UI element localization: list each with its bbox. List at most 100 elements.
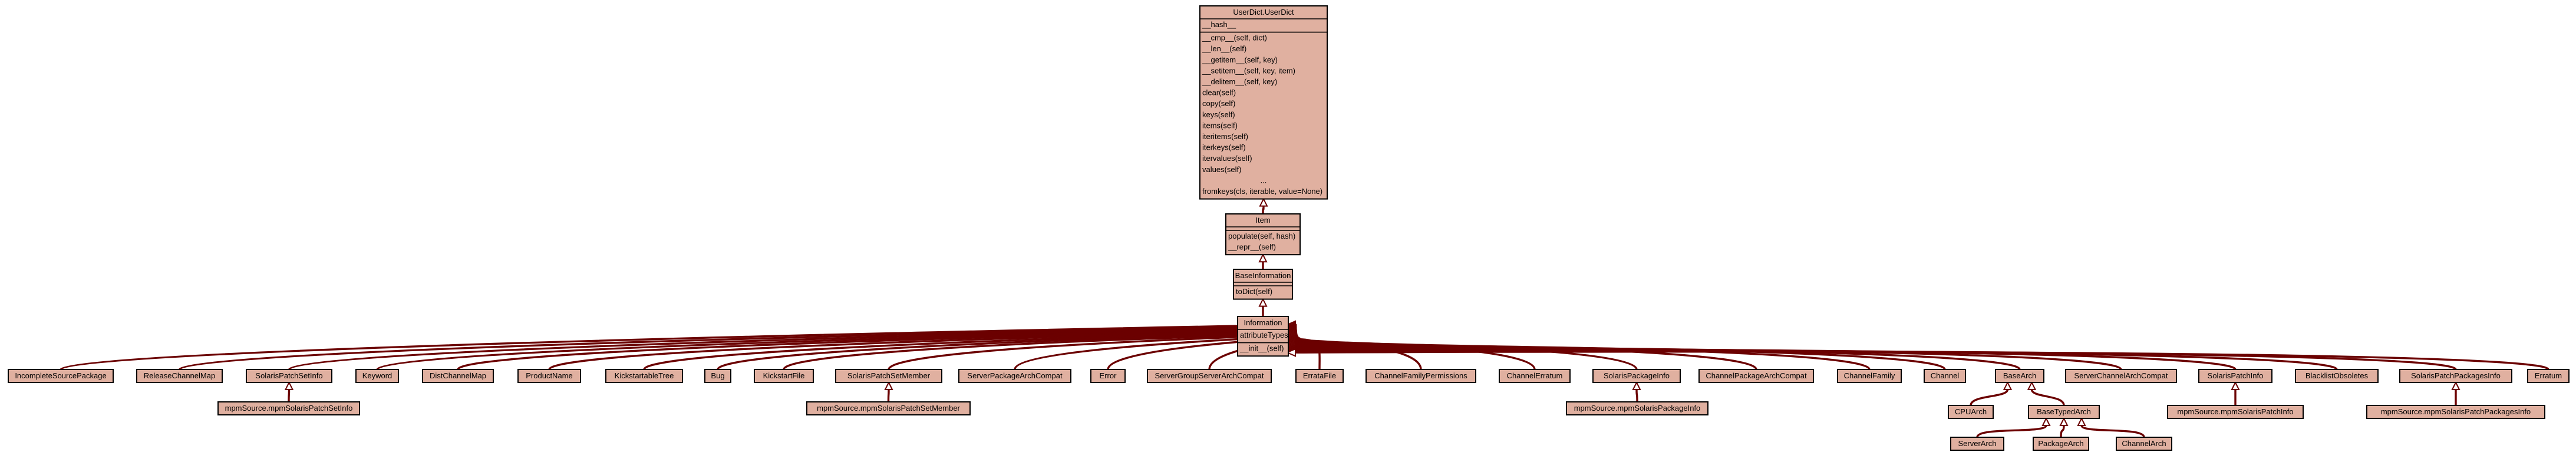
class-method: iteritems(self) bbox=[1202, 132, 1248, 141]
class-box bbox=[754, 369, 814, 383]
class-name: ChannelPackageArchCompat bbox=[1706, 371, 1807, 380]
class-method: ... bbox=[1261, 176, 1267, 184]
class-node-incompletesourcepackage[interactable]: IncompleteSourcePackage bbox=[8, 369, 114, 383]
class-name: mpmSource.mpmSolarisPatchSetInfo bbox=[225, 404, 353, 412]
class-node-basetypedarch[interactable]: BaseTypedArch bbox=[2028, 405, 2100, 419]
class-name: Information bbox=[1244, 318, 1282, 327]
class-node-solarispatchsetinfo[interactable]: SolarisPatchSetInfo bbox=[246, 369, 332, 383]
class-node-basearch[interactable]: BaseArch bbox=[1995, 369, 2044, 383]
class-nodes: UserDict.UserDict__hash____cmp__(self, d… bbox=[8, 5, 2570, 451]
class-node-mpmsource-solarispatchinfo[interactable]: mpmSource.mpmSolarisPatchInfo bbox=[2167, 405, 2304, 419]
class-name: Keyword bbox=[362, 371, 392, 380]
class-name: Error bbox=[1100, 371, 1117, 380]
class-method: values(self) bbox=[1202, 165, 1241, 174]
class-box bbox=[2399, 369, 2512, 383]
class-method: __setitem__(self, key, item) bbox=[1202, 66, 1295, 75]
class-box bbox=[1225, 213, 1301, 256]
class-node-serverarch[interactable]: ServerArch bbox=[1950, 437, 2004, 451]
class-node-channelfamily[interactable]: ChannelFamily bbox=[1837, 369, 1902, 383]
inheritance-edge bbox=[2030, 389, 2065, 406]
class-node-channelfamilypermissions[interactable]: ChannelFamilyPermissions bbox=[1365, 369, 1476, 383]
class-name: BlacklistObsoletes bbox=[2305, 371, 2369, 380]
inheritance-arrowhead bbox=[1259, 197, 1268, 207]
class-box bbox=[1837, 369, 1902, 383]
class-method: populate(self, hash) bbox=[1228, 232, 1295, 240]
class-node-mpmsource-solarispatchsetmember[interactable]: mpmSource.mpmSolarisPatchSetMember bbox=[806, 401, 971, 415]
class-node-userdict[interactable]: UserDict.UserDict__hash____cmp__(self, d… bbox=[1199, 5, 1328, 200]
class-node-mpmsource-solarispatchsetinfo[interactable]: mpmSource.mpmSolarisPatchSetInfo bbox=[217, 401, 360, 415]
class-method: __len__(self) bbox=[1202, 44, 1246, 53]
class-node-erratum[interactable]: Erratum bbox=[2527, 369, 2570, 383]
class-name: ChannelFamilyPermissions bbox=[1374, 371, 1467, 380]
class-method: __repr__(self) bbox=[1228, 243, 1276, 252]
class-node-solarispatchinfo[interactable]: SolarisPatchInfo bbox=[2198, 369, 2272, 383]
class-node-solarispatchpackagesinfo[interactable]: SolarisPatchPackagesInfo bbox=[2399, 369, 2512, 383]
class-box bbox=[2116, 437, 2172, 451]
class-name: Bug bbox=[711, 371, 724, 380]
class-name: Erratum bbox=[2535, 371, 2562, 380]
class-node-cpuarch[interactable]: CPUArch bbox=[1948, 405, 1994, 419]
inheritance-arrowhead bbox=[2231, 381, 2240, 390]
class-node-packagearch[interactable]: PackageArch bbox=[2033, 437, 2089, 451]
class-node-bug[interactable]: Bug bbox=[704, 369, 731, 383]
class-node-erratafile[interactable]: ErrataFile bbox=[1295, 369, 1344, 383]
inheritance-arrowhead bbox=[884, 381, 893, 390]
class-node-releasechannelmap[interactable]: ReleaseChannelMap bbox=[136, 369, 223, 383]
class-node-blacklistobsoletes[interactable]: BlacklistObsoletes bbox=[2295, 369, 2379, 383]
class-method: keys(self) bbox=[1202, 110, 1235, 119]
class-node-channelarch[interactable]: ChannelArch bbox=[2116, 437, 2172, 451]
class-node-channelerratum[interactable]: ChannelErratum bbox=[1499, 369, 1571, 383]
inheritance-edge bbox=[2080, 425, 2145, 438]
inheritance-arrowhead bbox=[2003, 381, 2013, 390]
class-node-channel[interactable]: Channel bbox=[1924, 369, 1966, 383]
inheritance-arrowhead bbox=[2451, 381, 2460, 390]
inheritance-arrowhead bbox=[1258, 298, 1268, 307]
inheritance-arrowhead bbox=[2027, 381, 2037, 390]
class-name: mpmSource.mpmSolarisPackageInfo bbox=[1574, 404, 1701, 412]
class-node-servergroupserverarchcompat[interactable]: ServerGroupServerArchCompat bbox=[1147, 369, 1272, 383]
class-name: SolarisPatchInfo bbox=[2208, 371, 2264, 380]
class-name: KickstartFile bbox=[763, 371, 805, 380]
inheritance-arrowhead bbox=[2041, 417, 2051, 426]
class-name: ServerGroupServerArchCompat bbox=[1155, 371, 1264, 380]
class-attribute: attributeTypes bbox=[1240, 331, 1288, 339]
class-method: itervalues(self) bbox=[1202, 154, 1252, 163]
class-name: KickstartableTree bbox=[615, 371, 674, 380]
inheritance-edge bbox=[1970, 389, 2009, 406]
class-name: mpmSource.mpmSolarisPatchInfo bbox=[2177, 407, 2293, 416]
class-box bbox=[958, 369, 1071, 383]
class-node-mpmsource-solarispackageinfo[interactable]: mpmSource.mpmSolarisPackageInfo bbox=[1566, 401, 1708, 415]
class-box bbox=[1090, 369, 1126, 383]
inheritance-edge bbox=[2060, 425, 2065, 438]
inheritance-arrowhead bbox=[2059, 417, 2069, 426]
class-node-productname[interactable]: ProductName bbox=[517, 369, 581, 383]
class-node-kickstartfile[interactable]: KickstartFile bbox=[754, 369, 814, 383]
class-box bbox=[1365, 369, 1476, 383]
class-box bbox=[1499, 369, 1571, 383]
class-box bbox=[835, 369, 942, 383]
class-node-keyword[interactable]: Keyword bbox=[355, 369, 399, 383]
inheritance-edges bbox=[60, 197, 2549, 438]
class-node-channelpackagearchcompat[interactable]: ChannelPackageArchCompat bbox=[1698, 369, 1814, 383]
class-node-error[interactable]: Error bbox=[1090, 369, 1126, 383]
inheritance-arrowhead bbox=[1258, 253, 1268, 263]
class-name: SolarisPatchSetInfo bbox=[255, 371, 322, 380]
class-node-serverchannelarchcompat[interactable]: ServerChannelArchCompat bbox=[2065, 369, 2177, 383]
class-node-kickstartabletree[interactable]: KickstartableTree bbox=[605, 369, 683, 383]
class-node-solarispackageinfo[interactable]: SolarisPackageInfo bbox=[1592, 369, 1681, 383]
class-node-solarispatchsetmember[interactable]: SolarisPatchSetMember bbox=[835, 369, 942, 383]
class-box bbox=[246, 369, 332, 383]
class-node-serverpackagearchcompat[interactable]: ServerPackageArchCompat bbox=[958, 369, 1071, 383]
class-box bbox=[1995, 369, 2044, 383]
class-name: PackageArch bbox=[2038, 439, 2083, 448]
class-box bbox=[806, 401, 971, 415]
class-node-mpmsource-solarispatchpackagesinfo[interactable]: mpmSource.mpmSolarisPatchPackagesInfo bbox=[2366, 405, 2545, 419]
class-node-distchannelmap[interactable]: DistChannelMap bbox=[422, 369, 494, 383]
inheritance-edge bbox=[178, 325, 1297, 371]
class-name: ChannelErratum bbox=[1507, 371, 1563, 380]
inheritance-edge bbox=[1976, 425, 2047, 438]
